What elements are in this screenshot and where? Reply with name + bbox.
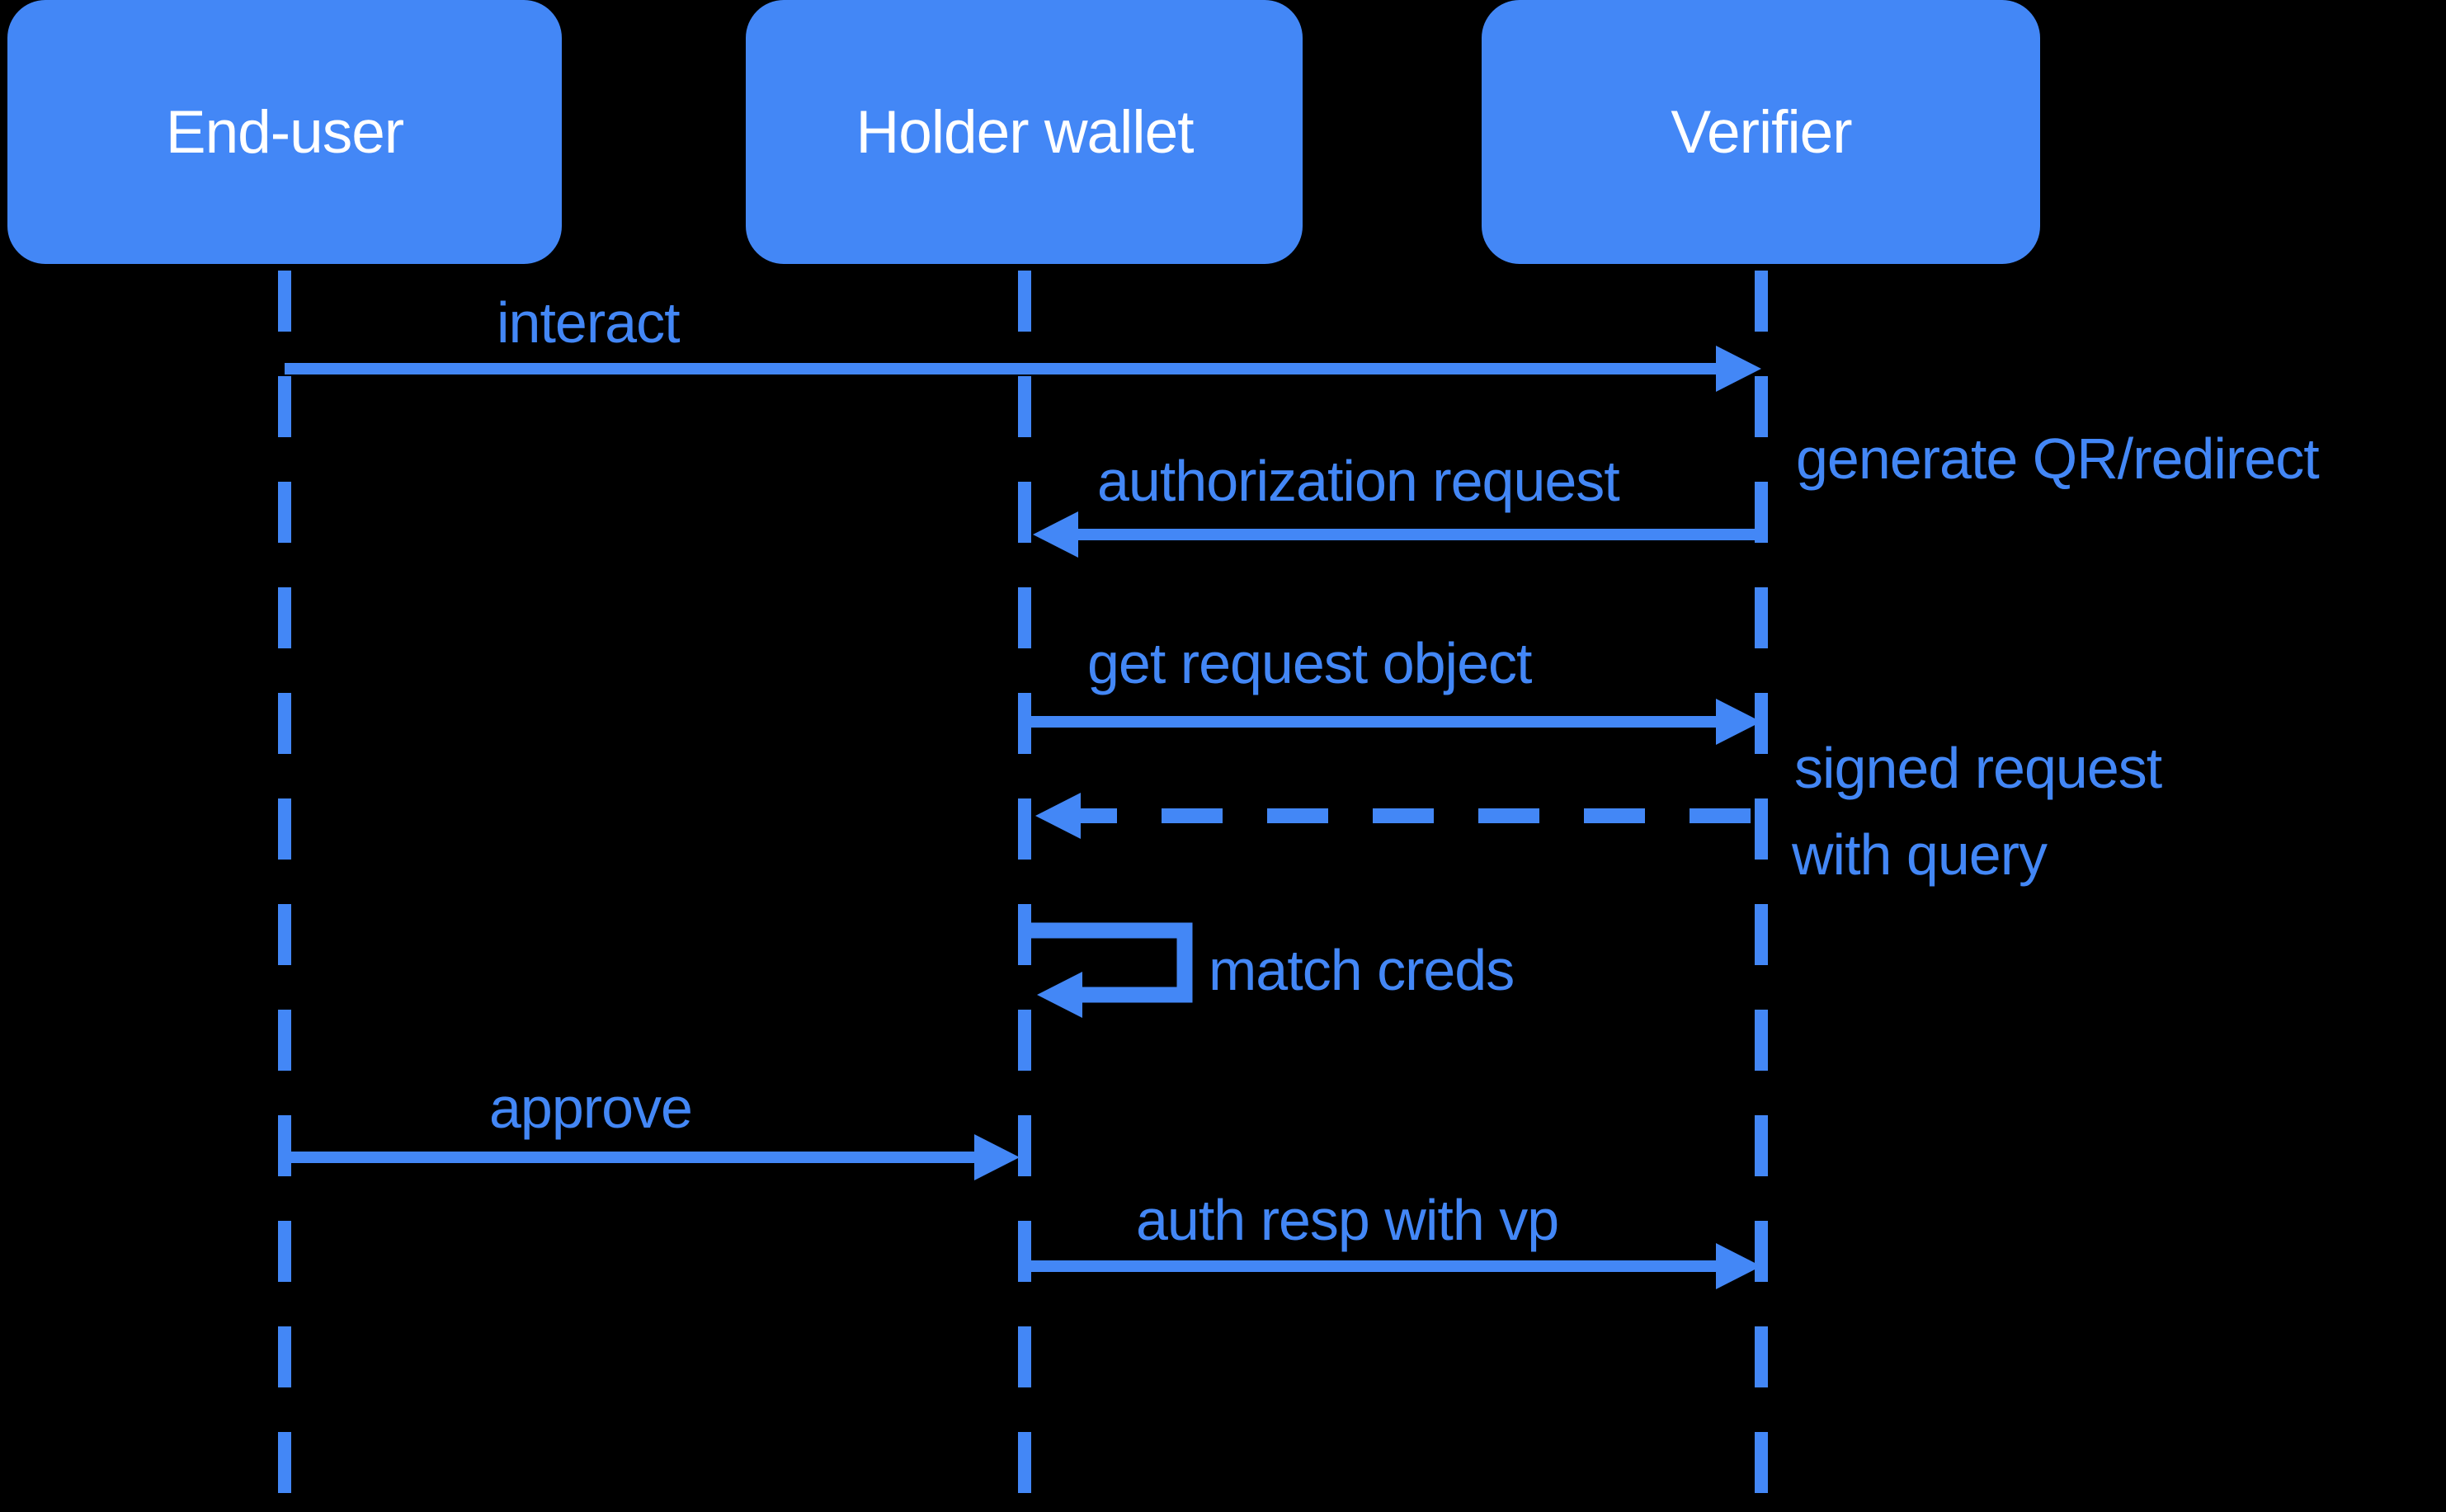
actor-label-end-user: End-user [166,99,404,166]
message-label-authorization-request: authorization request [1097,449,1619,513]
actor-box-holder-wallet [746,0,1303,264]
message-label-approve: approve [489,1076,692,1140]
message-label-get-request-object: get request object [1087,631,1532,695]
message-label-signed-request-line2: with query [1791,822,2048,887]
message-label-interact: interact [497,290,680,355]
message-label-match-creds: match creds [1209,938,1514,1002]
annotation-generate-qr-redirect: generate QR/redirect [1796,426,2319,491]
message-label-signed-request-line1: signed request [1794,736,2162,800]
actor-box-verifier [1482,0,2040,264]
actor-box-end-user [7,0,562,264]
actor-label-verifier: Verifier [1671,99,1852,166]
actor-label-holder-wallet: Holder wallet [856,99,1195,166]
message-label-auth-resp-with-vp: auth resp with vp [1136,1188,1558,1252]
message-arrow-match-creds [1031,922,1193,1018]
